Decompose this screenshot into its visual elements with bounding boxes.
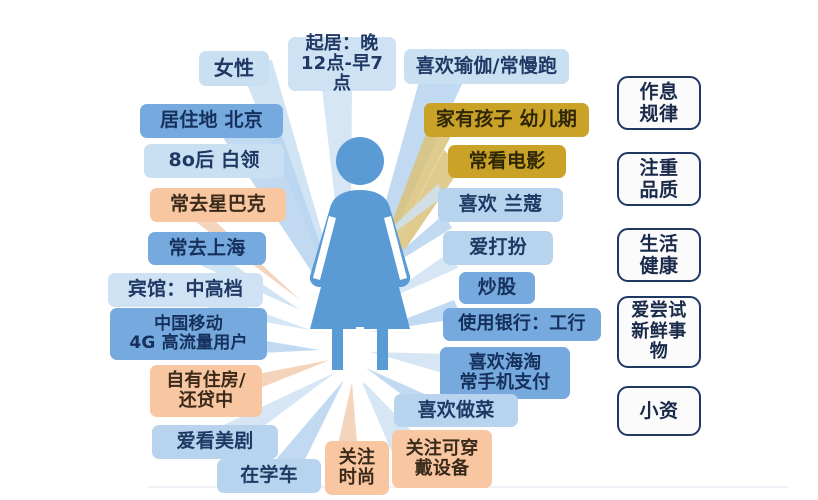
ray-13	[260, 380, 344, 478]
label-chip-starbucks: 常去星巴克	[150, 188, 286, 222]
label-chip-shanghai: 常去上海	[148, 232, 266, 265]
label-chip-us-dramas: 爱看美剧	[152, 425, 278, 459]
summary-box-healthy-living: 生活 健康	[617, 228, 701, 282]
label-chip-lancome: 喜欢 兰蔻	[438, 188, 563, 222]
label-chip-china-mobile: 中国移动 4G 高流量用户	[110, 308, 267, 360]
summary-box-loves-new-things: 爱尝试 新鲜事 物	[617, 296, 701, 368]
label-chip-kids: 家有孩子 幼儿期	[424, 103, 589, 137]
label-chip-sleep-routine: 起居：晚 12点-早7点	[288, 33, 396, 94]
label-chip-post80-collar: 8o后 白领	[144, 144, 284, 178]
ray-17	[370, 352, 460, 378]
label-chip-dressing-up: 爱打扮	[443, 231, 553, 265]
summary-box-petit-bourgeois: 小资	[617, 386, 701, 436]
female-person-silhouette-icon	[309, 137, 411, 384]
label-chip-residence: 居住地 北京	[140, 104, 283, 138]
label-chip-haitao-pay: 喜欢海淘 常手机支付	[440, 347, 570, 399]
label-chip-hotel-tier: 宾馆：中高档	[108, 273, 263, 307]
label-chip-yoga-jogging: 喜欢瑜伽/常慢跑	[404, 49, 569, 84]
label-chip-bank-icbc: 使用银行：工行	[443, 308, 601, 341]
summary-box-routine-regular: 作息 规律	[617, 76, 701, 130]
label-chip-learning-drive: 在学车	[217, 459, 321, 493]
label-chip-wearables: 关注可穿 戴设备	[392, 430, 492, 488]
summary-box-quality-focused: 注重 品质	[617, 152, 701, 206]
label-chip-gender: 女性	[199, 51, 269, 86]
label-chip-stock-trading: 炒股	[459, 272, 535, 304]
label-chip-own-home-loan: 自有住房/ 还贷中	[150, 365, 262, 417]
label-chip-cooking: 喜欢做菜	[394, 394, 518, 427]
label-chip-fashion: 关注 时尚	[325, 441, 389, 495]
label-chip-movies: 常看电影	[448, 145, 566, 178]
